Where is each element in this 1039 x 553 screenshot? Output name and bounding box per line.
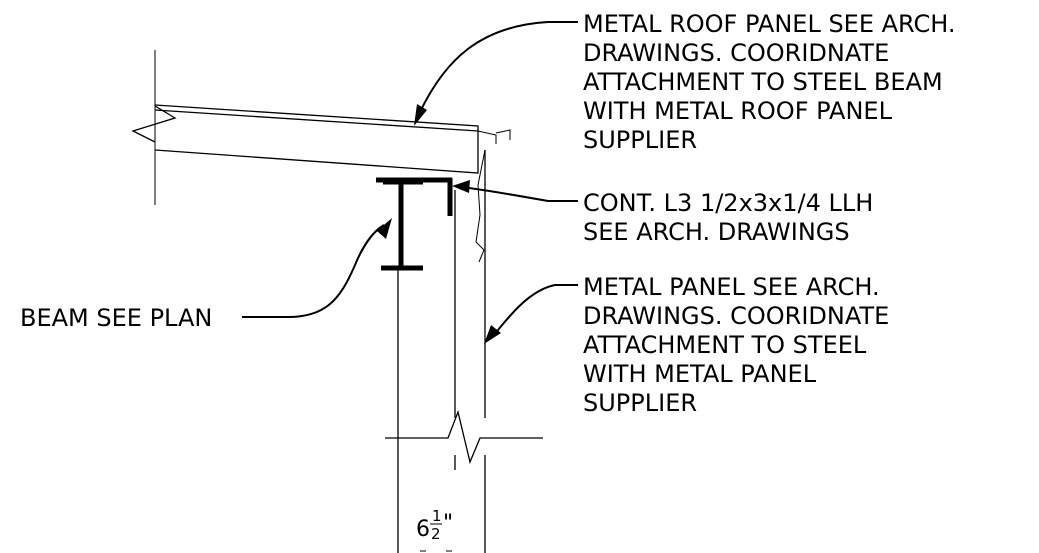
angle-note-line-2: SEE ARCH. DRAWINGS xyxy=(583,218,850,246)
wall-panel-note-line-5: SUPPLIER xyxy=(583,389,697,417)
dimension-unit: " xyxy=(443,511,453,536)
wall-panel xyxy=(385,149,543,553)
steel-beam xyxy=(381,179,423,271)
roof-panel-note-line-3: ATTACHMENT TO STEEL BEAM xyxy=(583,68,943,96)
roof-panel-note-line-2: DRAWINGS. COORIDNATE xyxy=(583,39,889,67)
dimension-denominator: 2 xyxy=(431,525,441,543)
wall-panel-note-line-4: WITH METAL PANEL xyxy=(583,360,817,388)
wall-panel-note-line-3: ATTACHMENT TO STEEL xyxy=(583,331,867,359)
beam-note: BEAM SEE PLAN xyxy=(20,304,212,332)
dimension-whole: 6 xyxy=(416,517,430,542)
beam-leader xyxy=(242,218,392,319)
roof-panel-note-line-1: METAL ROOF PANEL SEE ARCH. xyxy=(583,10,956,38)
wall-panel-note-line-1: METAL PANEL SEE ARCH. xyxy=(583,273,880,301)
dimension-numerator: 1 xyxy=(432,507,442,525)
roof-panel-note-line-5: SUPPLIER xyxy=(583,126,697,154)
wall-panel-leader xyxy=(484,284,578,344)
angle-leader xyxy=(452,180,578,202)
roof-panel-leader xyxy=(414,21,578,126)
dimension-label: 6 1 2 " xyxy=(416,507,453,552)
roof-panel-note-line-4: WITH METAL ROOF PANEL xyxy=(583,97,893,125)
angle-note-line-1: CONT. L3 1/2x3x1/4 LLH xyxy=(583,189,873,217)
roof-panel xyxy=(131,50,511,205)
wall-panel-note-line-2: DRAWINGS. COORIDNATE xyxy=(583,302,889,330)
